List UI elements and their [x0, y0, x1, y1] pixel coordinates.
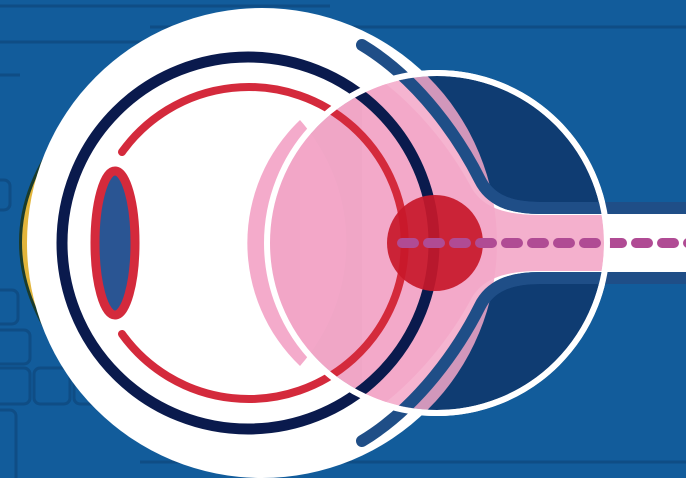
lens [95, 171, 135, 315]
